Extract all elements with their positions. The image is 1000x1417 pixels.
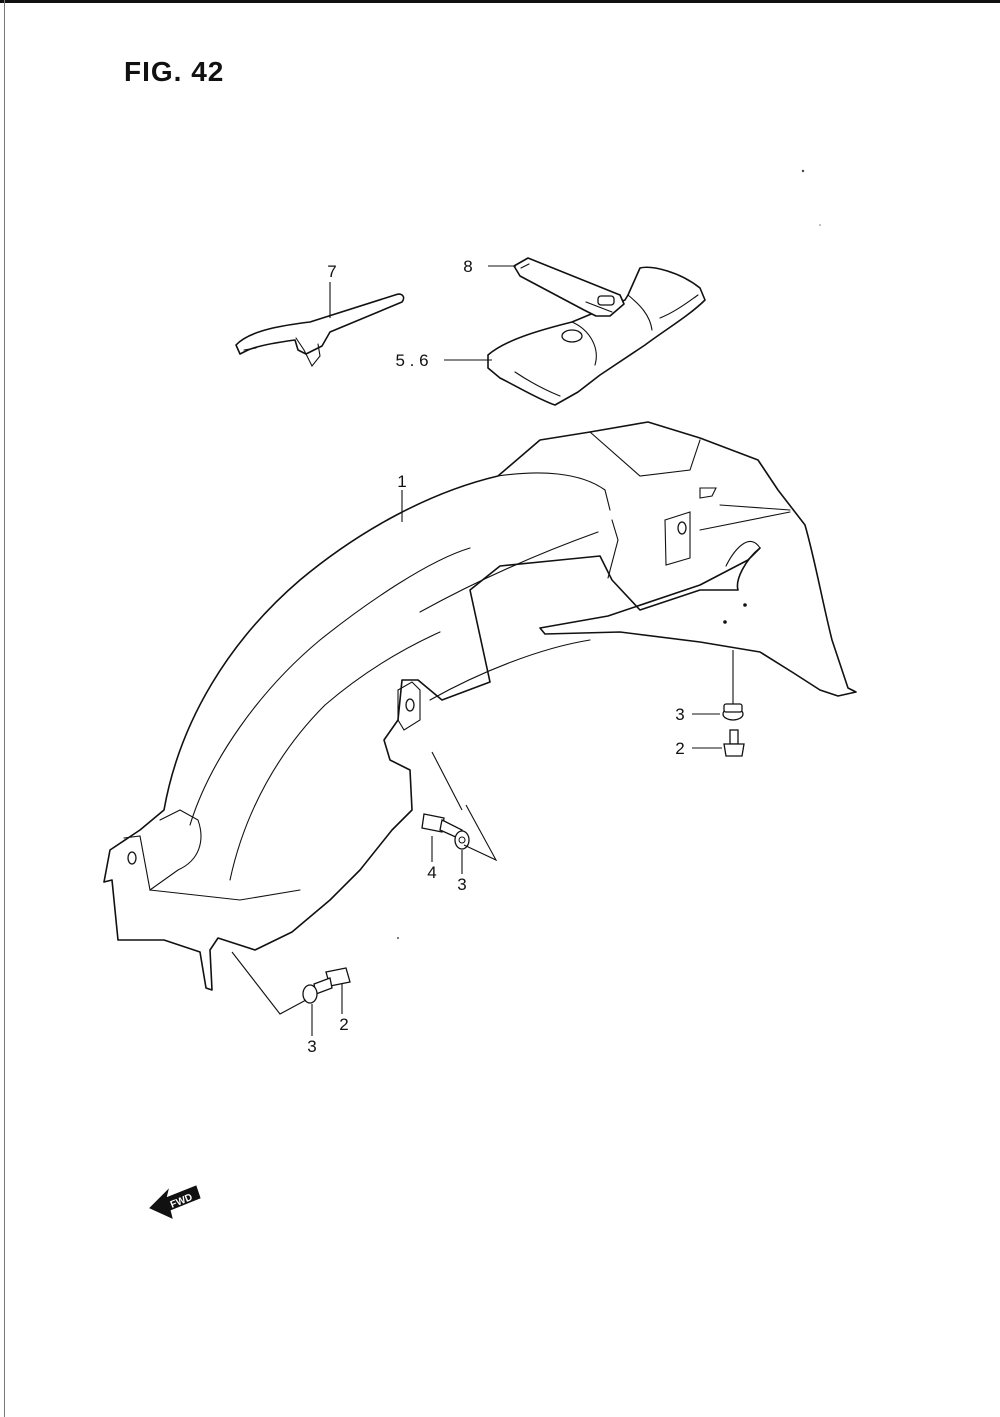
hardware-right-bolt-2[interactable] (723, 729, 745, 757)
hardware-lower-bolt-2[interactable] (313, 967, 351, 995)
part-1-rear-fender[interactable] (103, 421, 857, 991)
fwd-direction-arrow-icon: FWD (149, 1185, 201, 1219)
callout-3-center: 3 (457, 875, 466, 894)
callout-3-right: 3 (675, 705, 684, 724)
callout-4: 4 (427, 863, 436, 882)
leader-center-hardware (431, 751, 498, 862)
hardware-lower-nut-3[interactable] (302, 984, 318, 1004)
part-5-6-tool-bag[interactable] (487, 266, 706, 406)
callout-2-lower: 2 (339, 1015, 348, 1034)
hardware-right-nut-3[interactable] (722, 650, 744, 721)
page-top-border (0, 0, 1000, 3)
part-8-strap[interactable] (513, 257, 625, 317)
callout-3-lower: 3 (307, 1037, 316, 1056)
part-7-spanner-tool[interactable] (235, 293, 405, 368)
callout-1: 1 (397, 472, 406, 491)
callout-2-right: 2 (675, 739, 684, 758)
figure-title: FIG. 42 (124, 56, 225, 87)
callout-8: 8 (463, 257, 472, 276)
callout-5-6: 5 . 6 (395, 351, 428, 370)
hardware-center-nut-3[interactable] (454, 830, 470, 850)
page-left-border (4, 0, 5, 1417)
leader-lower-hardware (231, 951, 307, 1015)
scan-specks (397, 169, 821, 939)
callout-7: 7 (327, 262, 336, 281)
